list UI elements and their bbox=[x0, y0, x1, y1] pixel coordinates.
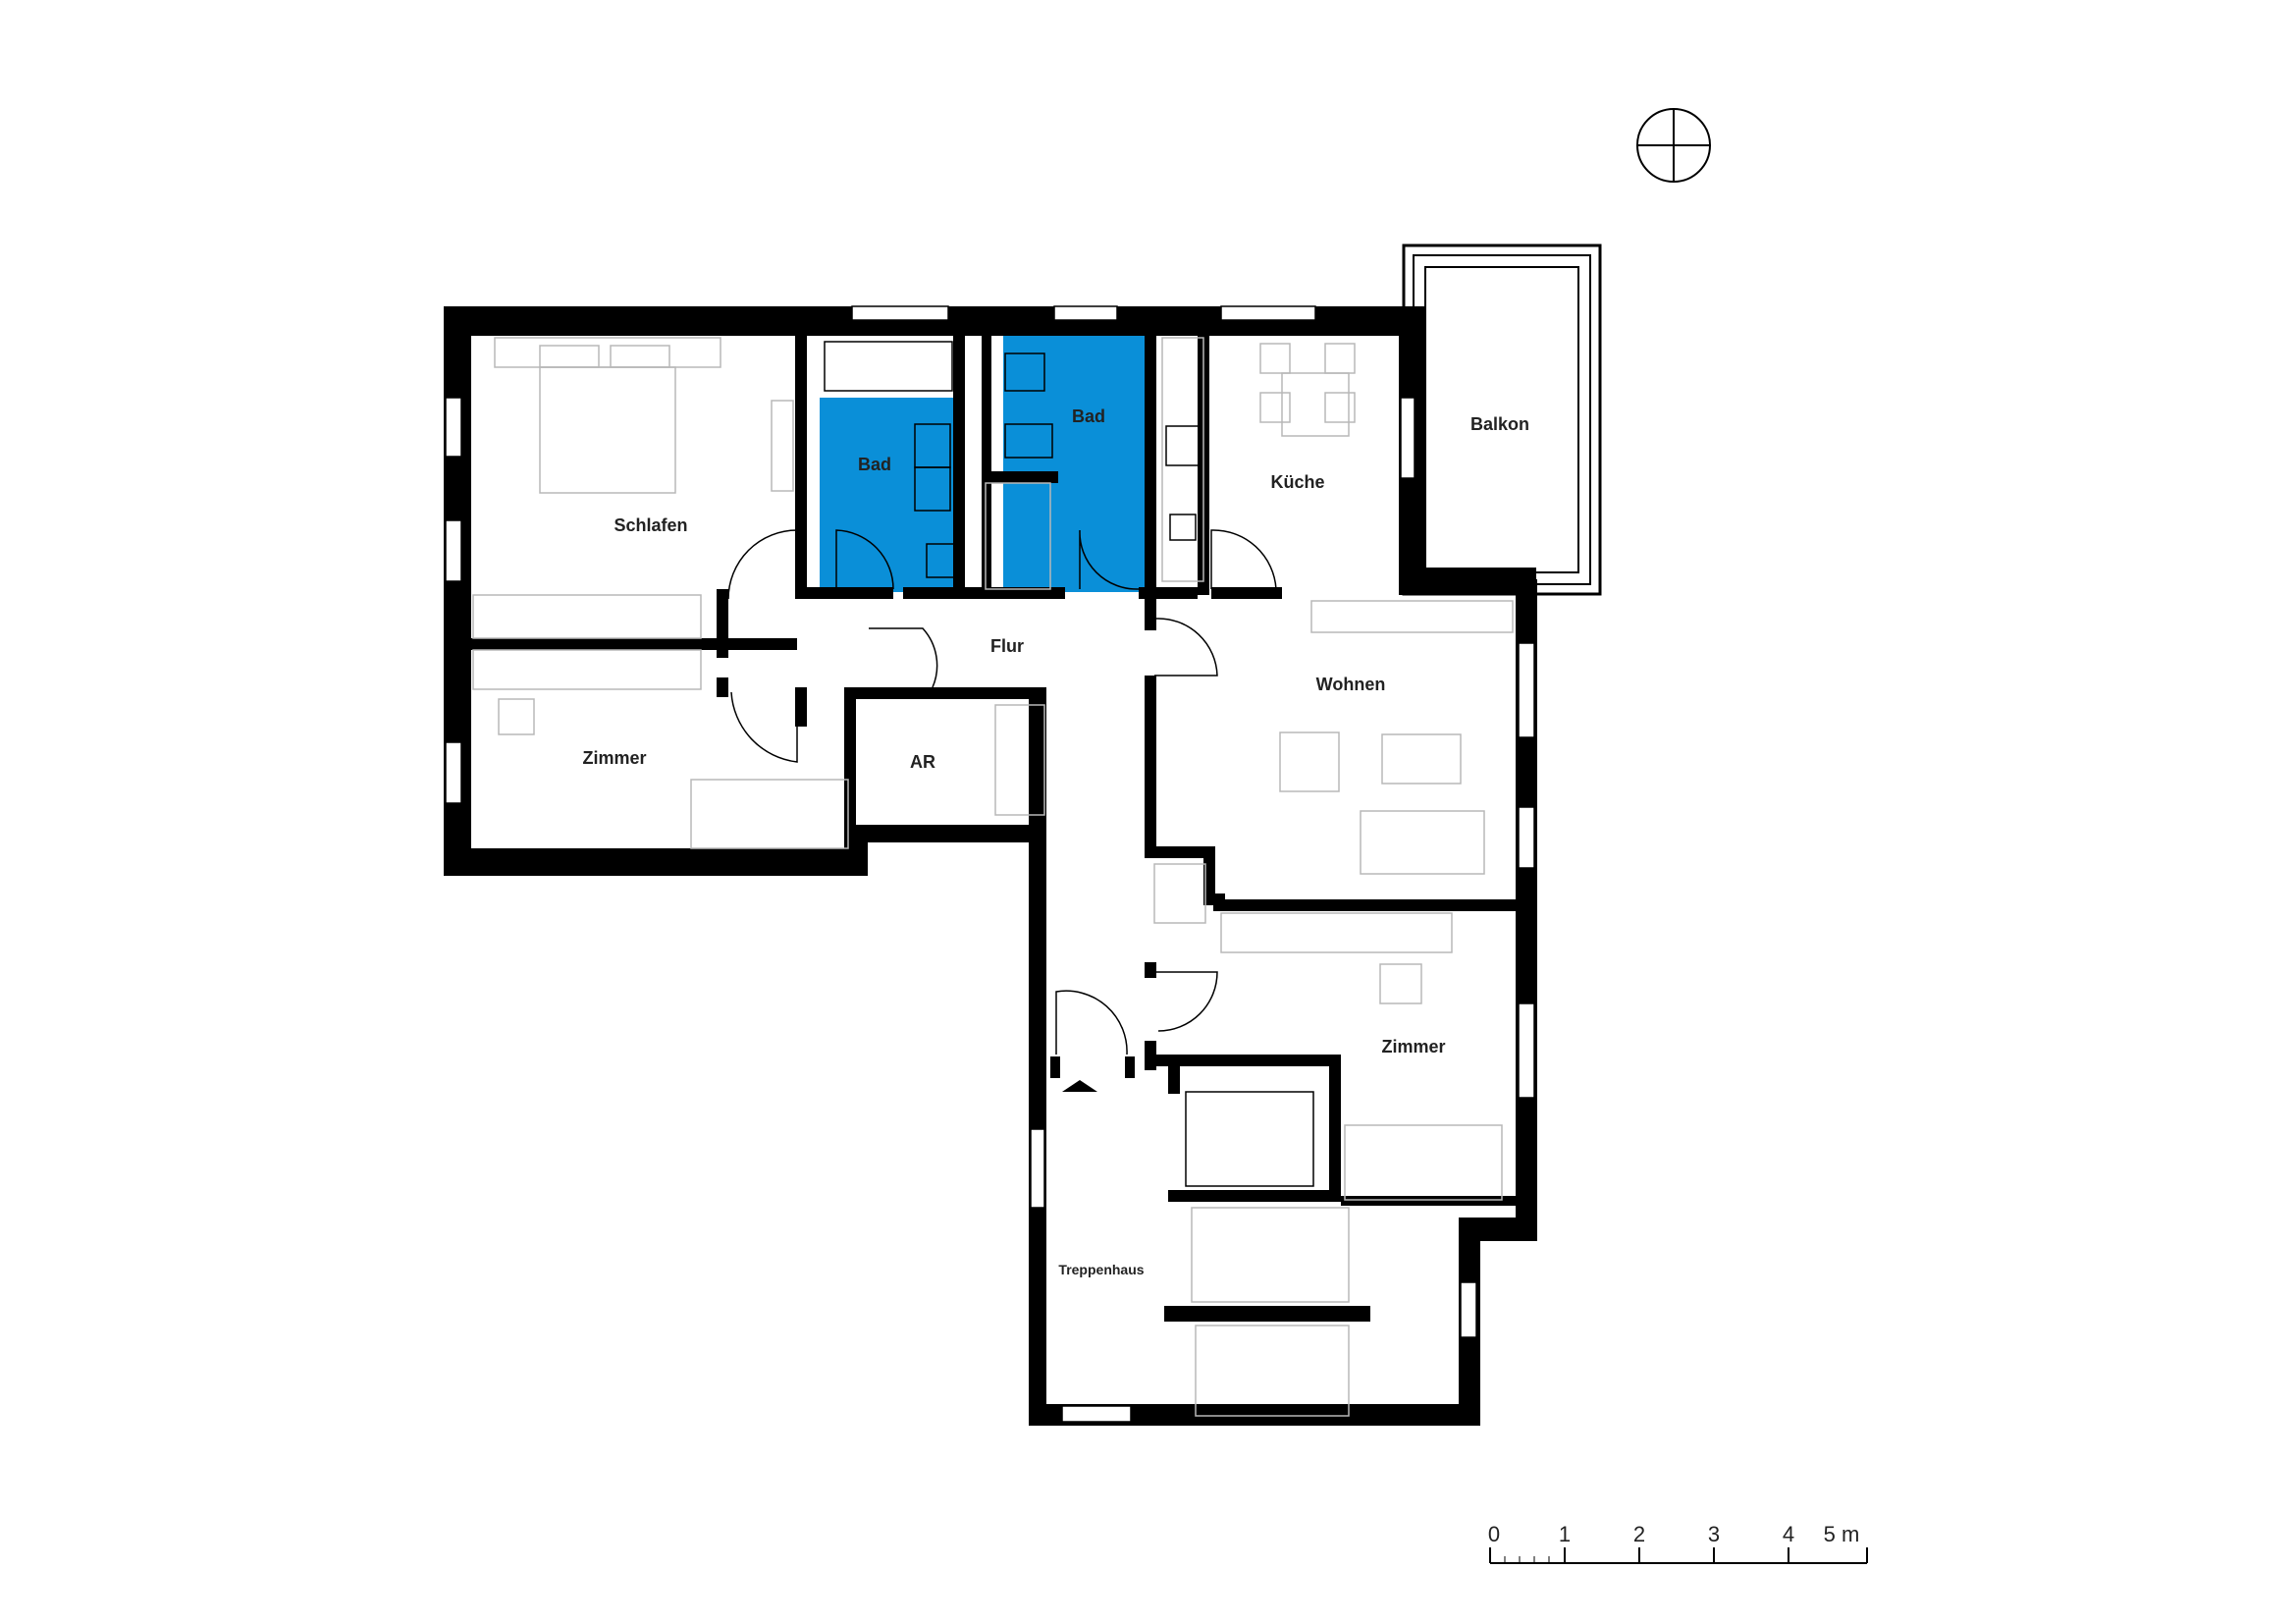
room-label-bad-1: Bad bbox=[858, 455, 891, 474]
room-label-zimmer-1: Zimmer bbox=[582, 748, 646, 768]
room-label-wohnen: Wohnen bbox=[1316, 675, 1386, 694]
scale-tick-0: 0 bbox=[1488, 1522, 1500, 1546]
windows bbox=[445, 305, 1535, 1423]
scale-bar: 0 1 2 3 4 5 m bbox=[1488, 1522, 1868, 1564]
scale-tick-4: 4 bbox=[1783, 1522, 1794, 1546]
room-label-zimmer-2: Zimmer bbox=[1381, 1037, 1445, 1056]
scale-tick-2: 2 bbox=[1633, 1522, 1645, 1546]
room-label-ar: AR bbox=[910, 752, 935, 772]
bathroom-highlight bbox=[820, 336, 1148, 592]
room-label-bad-2: Bad bbox=[1072, 406, 1105, 426]
scale-tick-3: 3 bbox=[1708, 1522, 1720, 1546]
walls bbox=[444, 306, 1537, 1426]
scale-tick-1: 1 bbox=[1559, 1522, 1571, 1546]
room-label-schlafen: Schlafen bbox=[614, 515, 687, 535]
furniture bbox=[472, 337, 1514, 1417]
room-label-kueche: Küche bbox=[1270, 472, 1324, 492]
room-label-treppenhaus: Treppenhaus bbox=[1058, 1262, 1144, 1277]
room-labels: Schlafen Bad Bad Küche Balkon Flur Zimme… bbox=[582, 406, 1529, 1277]
scale-end-label: 5 m bbox=[1824, 1522, 1860, 1546]
entrance-arrow-icon bbox=[1062, 1080, 1097, 1092]
doors bbox=[727, 529, 1277, 1056]
room-label-flur: Flur bbox=[990, 636, 1024, 656]
room-label-balkon: Balkon bbox=[1470, 414, 1529, 434]
north-compass-icon bbox=[1636, 108, 1711, 183]
